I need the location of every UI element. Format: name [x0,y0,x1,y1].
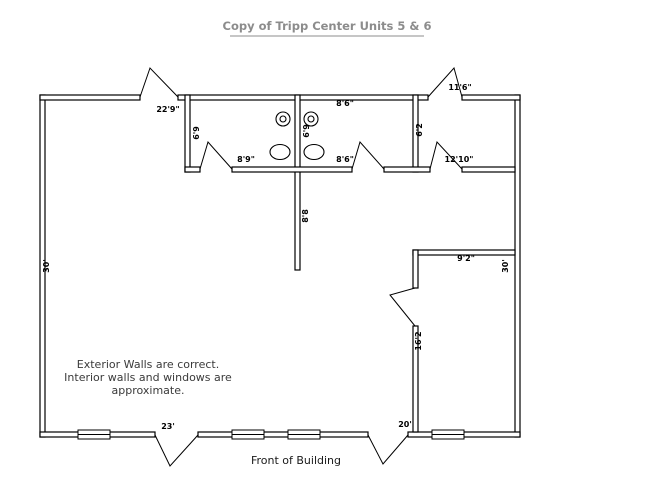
windows [77,429,465,440]
wall-bath-left [184,94,191,173]
dimension-label: 9'2" [457,254,475,263]
dimension-label: 8'8 [301,209,310,223]
door-swing-right-room [389,287,416,327]
dimension-label: 8'6" [336,99,354,108]
sink-icon [303,111,319,127]
wall-bath-bottom-segment [231,166,353,173]
wall-top-segment [177,94,429,101]
interior-walls [184,94,516,433]
dimension-labels: 22'9" 8'6" 11'6" 8'9" 8'6" 12'10" 6'9 6'… [42,83,510,431]
dimension-label: 11'6" [448,83,471,92]
dimension-label: 30' [501,259,510,273]
toilet-icon [303,143,325,161]
sink-icon [275,111,291,127]
dimension-label: 6'9 [192,126,201,140]
dimension-label: 23' [161,422,175,431]
window-symbol [77,429,111,440]
window-symbol [287,429,321,440]
door-swing-bottom-left [154,434,199,467]
notes-block: Exterior Walls are correct. Interior wal… [64,358,232,397]
dimension-label: 30' [42,259,51,273]
front-of-building-label: Front of Building [251,454,341,467]
doors [139,66,463,467]
wall-top-segment [461,94,521,101]
fixtures [269,111,325,161]
wall-bath-bottom-segment [383,166,431,173]
wall-right [514,94,521,438]
door-swing-bottom-right [367,434,409,465]
toilet-icon [269,143,291,161]
dimension-label: 8'6" [336,155,354,164]
door-swing-bath-left [199,140,233,170]
dimension-label: 12'10" [445,155,474,164]
dimension-label: 16'2 [414,331,423,350]
note-line: Interior walls and windows are [64,371,232,384]
page-title: Copy of Tripp Center Units 5 & 6 [223,19,432,33]
wall-top-segment [39,94,141,101]
door-swing-bath-right [351,140,385,170]
dimension-label: 22'9" [156,105,179,114]
wall-right-room-upper [412,249,419,289]
dimension-label: 20' [398,420,412,429]
door-swing-top-right-room [429,140,463,170]
window-symbol [231,429,265,440]
note-line: Exterior Walls are correct. [77,358,219,371]
dimension-label: 8'9" [237,155,255,164]
wall-right-room-lower [412,325,419,433]
wall-bath-bottom-segment [184,166,201,173]
wall-center-divider [294,94,301,271]
window-symbol [431,429,465,440]
wall-bottom-segment [197,431,369,438]
note-line: approximate. [112,384,185,397]
dimension-label: 6'2 [415,123,424,137]
dimension-label: 6'9 [302,124,311,138]
door-swing-top-right [427,66,463,98]
wall-bath-bottom-segment [461,166,516,173]
door-swing-top-left [139,67,179,98]
